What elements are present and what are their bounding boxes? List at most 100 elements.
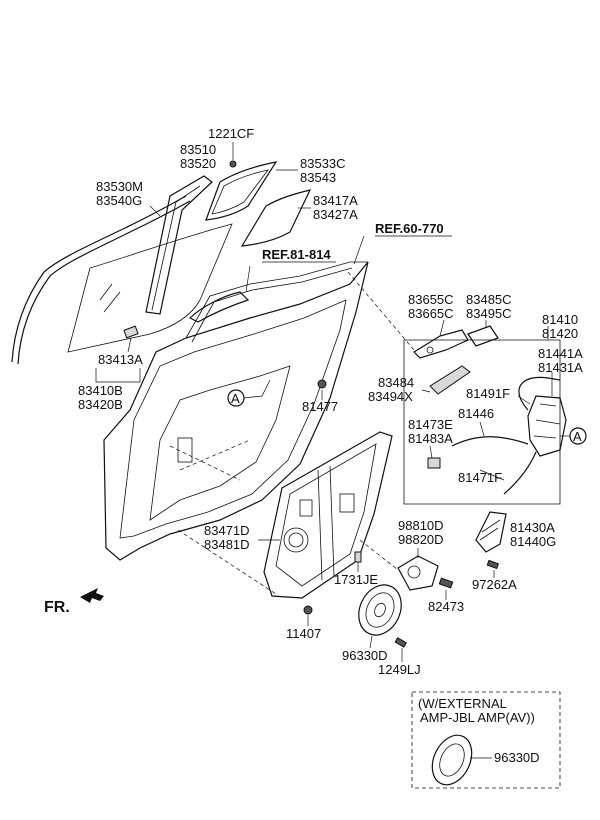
front-direction-label: FR. [44,599,70,616]
label-11407: 11407 [286,626,321,641]
label-83510: 83510 [180,142,216,157]
quarter-glass-pane [211,169,269,215]
label-81440G: 81440G [510,534,556,549]
label-83665C: 83665C [408,306,454,321]
glass-reflection-2 [103,291,121,313]
ref-81-814: REF.81-814 [262,247,331,262]
label-97262A: 97262A [472,577,517,592]
door-shell-inner [119,299,347,539]
module-speaker-opening-inner [288,532,304,548]
leader-83530M [149,205,161,217]
delta-garnish-shape [240,189,312,247]
label-1221CF: 1221CF [208,126,254,141]
leader-ref-81-814 [245,265,251,293]
actuator-ribs [479,519,501,541]
inset-title-line1: (W/EXTERNAL [418,696,507,711]
motor-gear [407,565,421,579]
leader-96330D [369,635,373,649]
door-speaker-shape [358,584,402,636]
bolt-11407-icon [303,605,313,615]
leader-83413A [127,337,132,353]
module-panel-inner [275,443,377,587]
label-83484: 83484 [378,375,414,390]
label-81446: 81446 [458,406,494,421]
handle-assembly-line [347,271,415,351]
latch-cable-81491F [518,376,561,411]
regulator-rails [317,465,335,581]
inset-speaker-cone [439,743,465,777]
screw-97262A-icon [486,559,500,570]
front-arrow-icon [80,588,104,603]
label-83543: 83543 [300,170,336,185]
handle-cover-shape [467,325,499,347]
speaker-dustcap [374,602,386,618]
hidden-regulator-lines [169,439,251,481]
label-81431A: 81431A [538,360,583,375]
door-shell-opening [149,365,291,521]
latch-cable-81446 [451,436,529,447]
inset-title-line2: AMP-JBL AMP(AV)) [420,710,535,725]
glass-bracket-icon [123,325,139,339]
latch-details [533,403,561,439]
label-98810D: 98810D [398,518,444,533]
handle-pad-shape [429,365,471,395]
label-83495C: 83495C [466,306,512,321]
door-glass-shape [67,223,233,353]
label-81483A: 81483A [408,431,453,446]
rear-channel-shape [145,175,213,315]
leader-83410B-bracket [95,368,141,383]
inset-speaker-shape [431,734,473,786]
callout-a-latch-text: A [573,429,582,444]
leader-81471F [479,469,505,481]
latch-group-box [403,339,561,505]
label-98820D: 98820D [398,532,444,547]
module-assembly-line [177,529,277,595]
label-83520: 83520 [180,156,216,171]
label-1249LJ: 1249LJ [378,662,421,677]
latch-cable-81471F [503,451,537,495]
label-83530M: 83530M [96,179,143,194]
bolt-1221CF-icon [229,160,237,168]
rear-channel-inner [151,185,201,311]
module-cutout-1 [339,493,355,513]
module-cutout-2 [299,499,313,517]
label-1731JE: 1731JE [334,572,378,587]
handle-bracket-hole [426,346,434,354]
ref-60-770: REF.60-770 [375,221,444,236]
cable-clip-icon [427,457,441,469]
module-speaker-opening [283,527,309,553]
door-latch-assembly [527,395,567,457]
label-83427A: 83427A [313,207,358,222]
label-83420B: 83420B [78,397,123,412]
door-module-panel [263,431,393,599]
label-83471D: 83471D [204,523,250,538]
label-81441A: 81441A [538,346,583,361]
leader-83484 [421,389,431,393]
label-83494X: 83494X [368,389,413,404]
glass-reflection-1 [99,283,113,301]
label-83533C: 83533C [300,156,346,171]
inside-handle-shape [188,291,250,323]
label-83485C: 83485C [466,292,512,307]
callout-a-door-text: A [231,391,240,406]
door-frame-upper-inner [191,267,353,343]
speaker-cone [365,592,395,628]
label-83655C: 83655C [408,292,454,307]
leader-callout-a-door [243,379,271,399]
motor-assembly-line [359,539,399,571]
label-81491F: 81491F [466,386,510,401]
bolt-81477-icon [317,379,327,389]
regulator-motor-shape [397,555,439,591]
quarter-glass-frame [205,161,278,221]
clip-1731JE-icon [354,551,362,563]
outer-weatherstrip-inner-edge [17,200,191,365]
external-amp-inset-box [411,691,561,789]
outer-weatherstrip-shape [11,195,187,363]
door-shell-outline [103,261,369,561]
label-81471F: 81471F [458,470,502,485]
screw-1249LJ-icon [394,637,408,648]
door-actuator-shape [475,511,507,553]
inset-label-96330D: 96330D [494,750,540,765]
leader-81446 [479,421,485,437]
